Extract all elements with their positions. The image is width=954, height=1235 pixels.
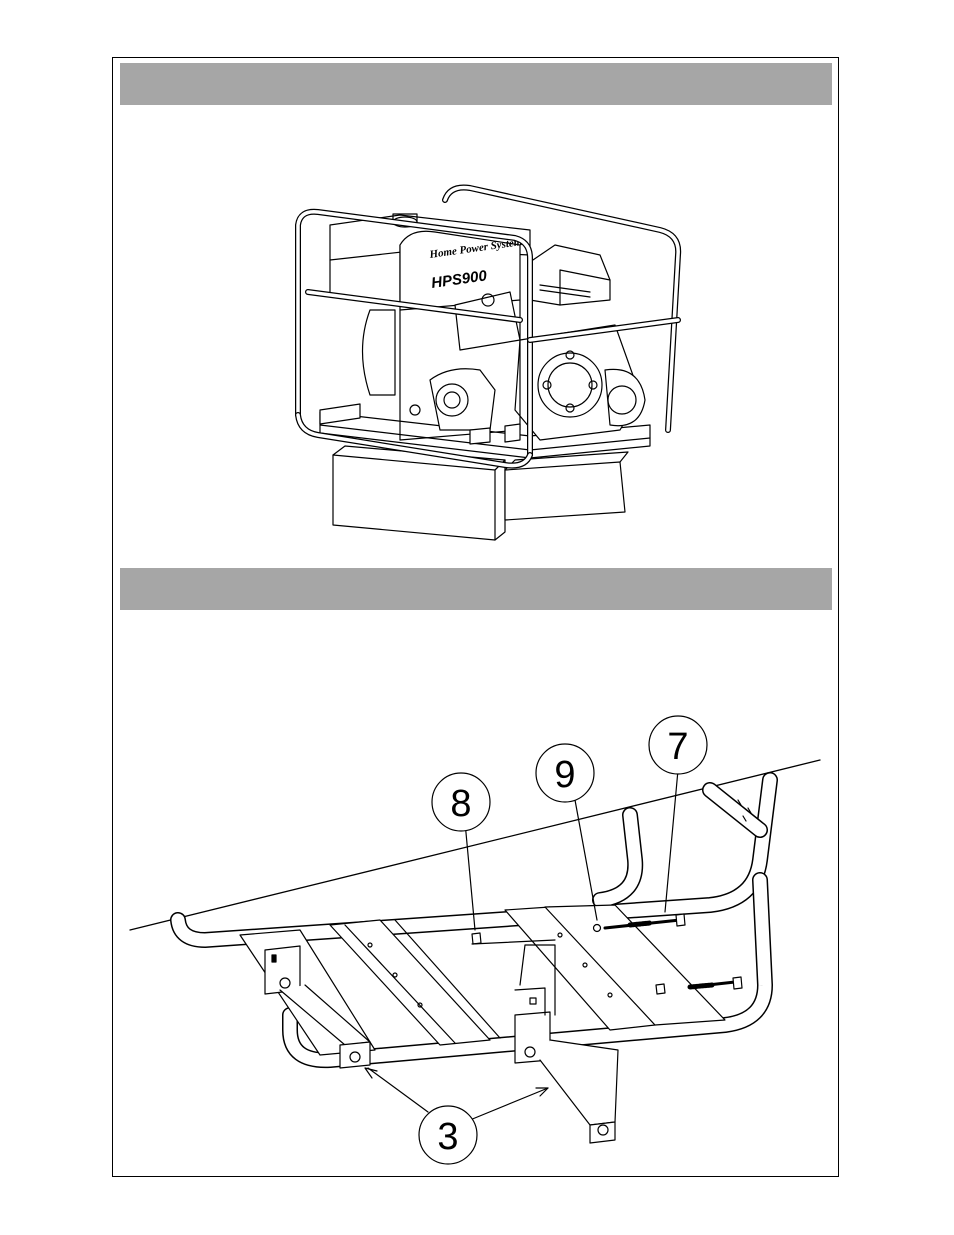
callout-9: 9 [536,744,594,802]
callout-7-label: 7 [667,726,688,768]
callout-8-label: 8 [450,783,471,825]
callout-9-label: 9 [554,754,575,796]
callout-8: 8 [432,773,490,831]
callout-7: 7 [649,716,707,774]
callout-3: 3 [419,1106,477,1164]
callout-3-label: 3 [437,1116,458,1158]
